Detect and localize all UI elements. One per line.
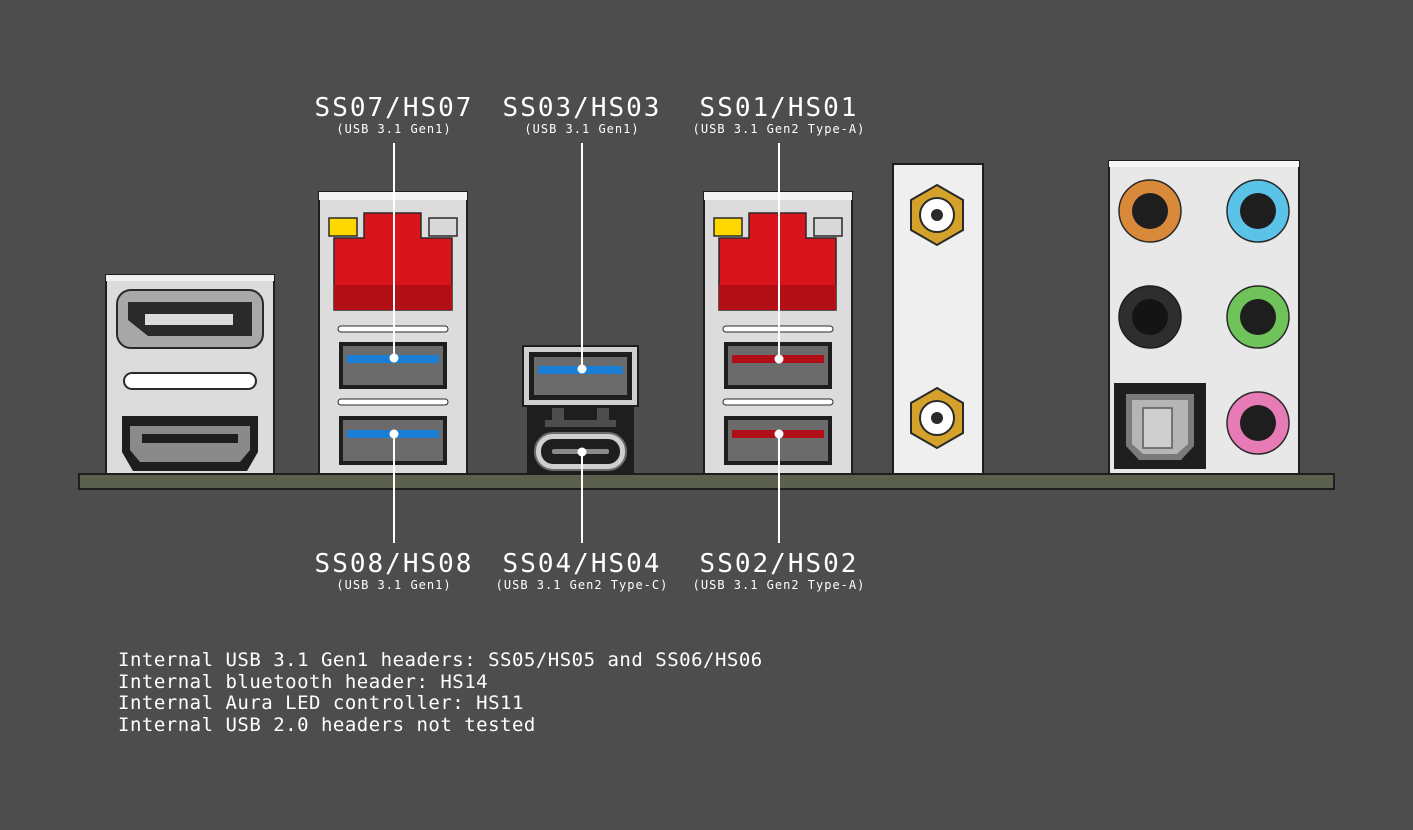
antenna-module — [892, 163, 984, 475]
leader-dot-ss04 — [577, 447, 587, 457]
port-name: SS08/HS08 — [314, 549, 474, 579]
audio-jack-green — [1226, 285, 1290, 349]
note-line: Internal bluetooth header: HS14 — [118, 670, 489, 693]
port-spec: (USB 3.1 Gen2 Type-C) — [495, 578, 669, 592]
label-ss02: SS02/HS02 (USB 3.1 Gen2 Type-A) — [639, 550, 919, 592]
divider-bar — [123, 372, 257, 390]
leader-dot-ss03 — [577, 364, 587, 374]
io-backplate — [78, 473, 1335, 490]
note-line: Internal USB 3.1 Gen1 headers: SS05/HS05… — [118, 649, 763, 671]
port-name: SS07/HS07 — [314, 93, 474, 123]
leader-dot-ss07 — [389, 353, 399, 363]
lan-led-yellow — [713, 217, 743, 237]
audio-jack-black — [1118, 285, 1182, 349]
note-line: Internal USB 2.0 headers not tested — [118, 713, 536, 736]
video-module — [105, 274, 275, 475]
port-spec: (USB 3.1 Gen2 Type-A) — [692, 122, 866, 136]
antenna-connector-bottom — [910, 386, 964, 450]
note-line: Internal Aura LED controller: HS11 — [118, 692, 524, 714]
audio-jack-orange — [1118, 179, 1182, 243]
port-spec: (USB 3.1 Gen1) — [336, 122, 452, 136]
label-ss01: SS01/HS01 (USB 3.1 Gen2 Type-A) — [639, 94, 919, 136]
label-ss07: SS07/HS07 (USB 3.1 Gen1) — [254, 94, 534, 136]
port-spec: (USB 3.1 Gen1) — [524, 122, 640, 136]
leader-dot-ss08 — [389, 429, 399, 439]
antenna-connector-top — [910, 183, 964, 247]
lan-led-white — [813, 217, 843, 237]
displayport-port — [116, 289, 264, 349]
leader-dot-ss01 — [774, 354, 784, 364]
label-ss03: SS03/HS03 (USB 3.1 Gen1) — [442, 94, 722, 136]
lan-led-white — [428, 217, 458, 237]
port-spec: (USB 3.1 Gen2 Type-A) — [692, 578, 866, 592]
lan-led-yellow — [328, 217, 358, 237]
label-ss08: SS08/HS08 (USB 3.1 Gen1) — [254, 550, 534, 592]
usb-port-ss02 — [724, 416, 832, 465]
audio-module — [1108, 160, 1300, 475]
port-name: SS02/HS02 — [699, 549, 859, 579]
internal-headers-notes: Internal USB 3.1 Gen1 headers: SS05/HS05… — [118, 649, 763, 736]
hdmi-port — [122, 416, 258, 471]
port-name: SS01/HS01 — [699, 93, 859, 123]
optical-spdif-port — [1114, 383, 1206, 469]
port-name: SS03/HS03 — [502, 93, 662, 123]
leader-dot-ss02 — [774, 429, 784, 439]
port-name: SS04/HS04 — [502, 549, 662, 579]
label-ss04: SS04/HS04 (USB 3.1 Gen2 Type-C) — [442, 550, 722, 592]
audio-jack-pink — [1226, 391, 1290, 455]
audio-jack-blue — [1226, 179, 1290, 243]
usb-port-ss03 — [522, 345, 639, 407]
port-spec: (USB 3.1 Gen1) — [336, 578, 452, 592]
callout-lines — [389, 143, 784, 543]
